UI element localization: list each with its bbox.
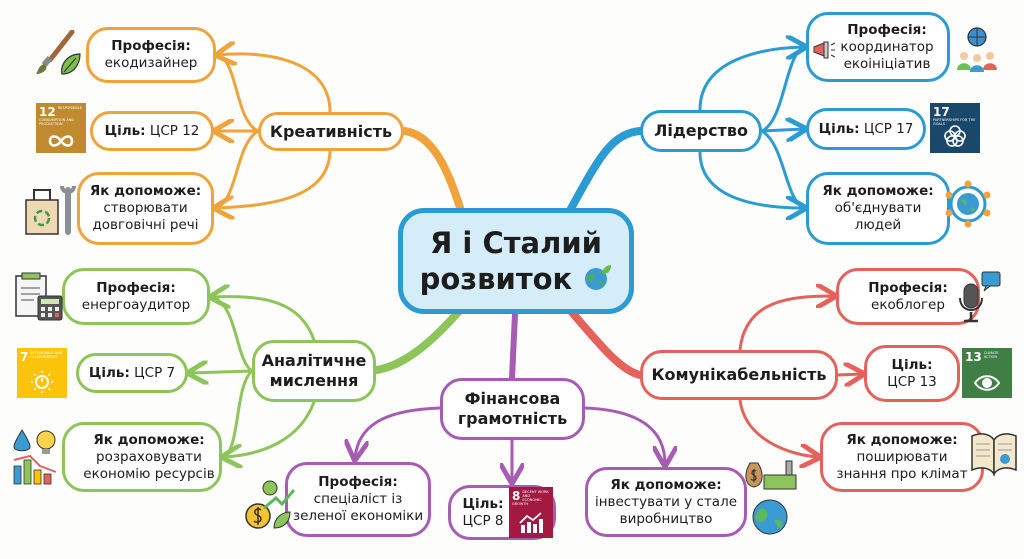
trunk-creativity <box>400 127 466 218</box>
microphone-chat-icon <box>959 271 1001 323</box>
creativity-profession[interactable]: Професія: екодизайнер <box>86 27 216 83</box>
sun-power-icon <box>31 371 53 393</box>
leadership-profession[interactable]: Професія: координатор екоініціатив <box>806 12 950 82</box>
creativity-help[interactable]: Як допоможе: створювати довговічні речі <box>77 172 214 245</box>
analytics-profession[interactable]: Професія: енергоаудитор <box>62 268 210 325</box>
hub-analytics[interactable]: Аналітичне мислення <box>252 340 376 402</box>
recycle-bag-wrench-icon <box>25 185 76 235</box>
leadership-goal[interactable]: Ціль: ЦСР 17 <box>806 108 926 150</box>
sdg-13-tile: 13Climate action <box>962 348 1012 398</box>
communication-goal[interactable]: Ціль: ЦСР 13 <box>864 345 960 402</box>
hub-creativity[interactable]: Креативність <box>258 112 404 151</box>
paintbrush-leaf-icon <box>36 30 81 75</box>
creativity-goal[interactable]: Ціль: ЦСР 12 <box>90 111 214 151</box>
open-book-icon <box>971 433 1017 477</box>
sdg-17-tile: 17Partnerships for the goals <box>930 103 980 153</box>
sdg-12-tile: 12Responsible consumption and production <box>36 103 86 153</box>
people-globe-icon <box>957 27 997 72</box>
hub-communication[interactable]: Комунікабельність <box>640 350 838 400</box>
flower-rings-icon <box>944 125 966 147</box>
trunk-finance <box>509 311 518 381</box>
infinity-icon <box>48 135 74 147</box>
growth-chart-icon <box>519 512 543 533</box>
sdg-7-tile: 7Affordable and clean energy <box>17 348 67 398</box>
communication-help[interactable]: Як допоможе: поширювати знання про кліма… <box>820 422 984 492</box>
water-bulb-chart-icon <box>13 429 57 485</box>
calculator-report-icon <box>15 272 63 321</box>
central-topic: Я і Сталий розвиток <box>398 208 634 314</box>
central-title-line1: Я і Сталий <box>429 226 602 260</box>
megaphone-icon <box>813 41 836 59</box>
coins-growth-icon <box>245 480 296 529</box>
trunk-leadership <box>564 127 644 218</box>
finance-profession[interactable]: Професія: спеціаліст із зеленої економік… <box>285 462 431 537</box>
sdg-8-tile: 8Decent work and economic growth <box>509 487 553 538</box>
trunk-communication <box>566 306 644 379</box>
finance-help[interactable]: Як допоможе: інвестувати у стале виробни… <box>585 467 747 537</box>
hub-finance[interactable]: Фінансова грамотність <box>440 378 585 440</box>
money-factory-earth-icon <box>745 460 797 535</box>
analytics-goal[interactable]: Ціль: ЦСР 7 <box>76 353 188 393</box>
communication-profession[interactable]: Професія: екоблогер <box>836 268 980 325</box>
leadership-help[interactable]: Як допоможе: об'єднувати людей <box>806 172 950 245</box>
hub-leadership[interactable]: Лідерство <box>640 110 762 152</box>
globe-leaf-icon <box>585 265 612 290</box>
trunk-analytics <box>372 306 464 374</box>
eye-globe-icon <box>974 375 1000 391</box>
people-network-globe-icon <box>945 180 991 228</box>
analytics-help[interactable]: Як допоможе: розраховувати економію ресу… <box>62 422 222 492</box>
central-title-line2: розвиток <box>419 262 573 296</box>
